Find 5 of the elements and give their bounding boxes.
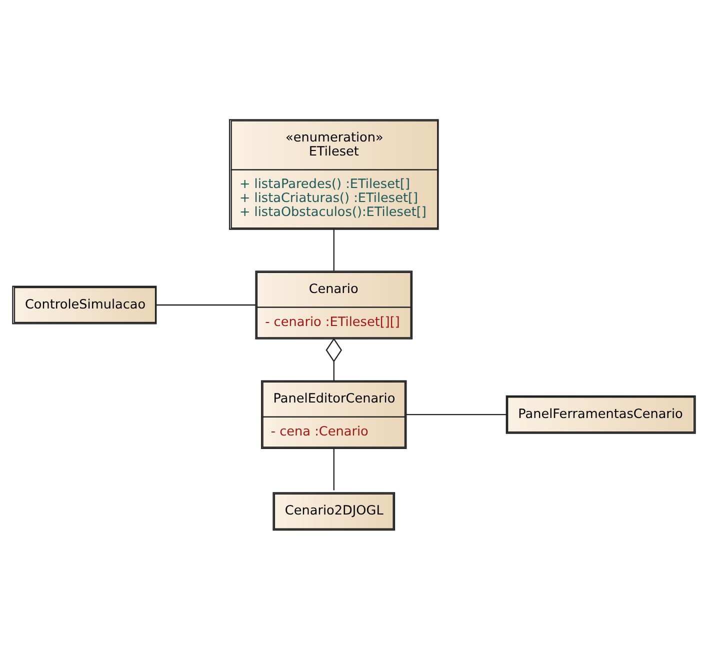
connector: [333, 448, 334, 490]
connector: [326, 338, 342, 380]
connector: [406, 414, 506, 416]
connector: [156, 304, 256, 306]
connector: [333, 229, 334, 271]
